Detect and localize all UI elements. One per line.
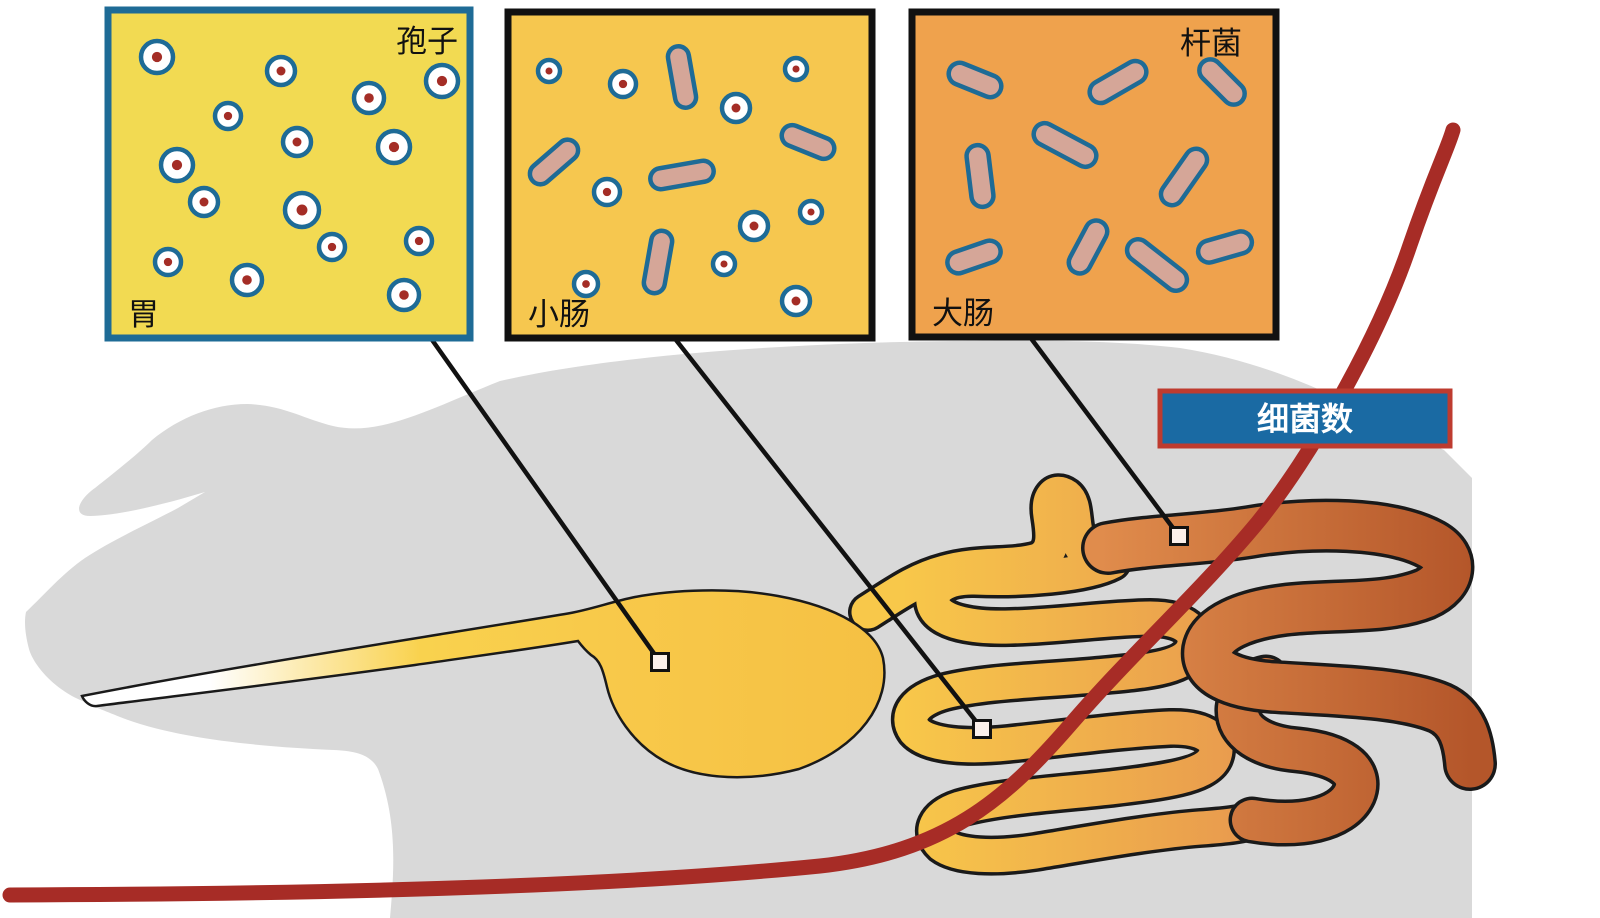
- bacillus-cell: [1124, 236, 1190, 294]
- spore-core: [151, 51, 163, 63]
- spore-core: [807, 208, 815, 216]
- spore-core: [436, 75, 448, 87]
- spore-core: [276, 66, 286, 76]
- stomach-sample-marker: [650, 652, 670, 672]
- spore-core: [223, 111, 233, 121]
- inset-large-intestine: 杆菌 大肠: [908, 8, 1280, 341]
- large-intestine-sample-marker: [1169, 526, 1189, 546]
- bacteria-count-label-box: [1157, 388, 1453, 449]
- bacillus-cell: [527, 137, 581, 187]
- bacillus-cell: [648, 158, 716, 192]
- spore-core: [364, 93, 374, 103]
- connector-line-large-intestine: [1028, 335, 1181, 538]
- inset-large-intestine-organisms: [945, 57, 1255, 294]
- bacillus-cell: [665, 44, 699, 110]
- bacillus-cell: [1066, 218, 1110, 276]
- inset-large-intestine-annotation: 杆菌: [1180, 26, 1242, 61]
- bacteria-count-label-text: 细菌数: [1257, 401, 1354, 437]
- inset-stomach-organisms: [138, 38, 461, 313]
- bacillus-cell: [1197, 57, 1247, 107]
- bacillus-cell: [964, 142, 996, 210]
- spore-core: [618, 79, 628, 89]
- small-intestine-sample-marker: [972, 719, 992, 739]
- small-intestine-tube: [851, 476, 1269, 873]
- esophagus-stomach: [80, 589, 886, 779]
- bacillus-cell: [1158, 146, 1210, 208]
- small-intestine: [848, 473, 1272, 876]
- bacillus-cell: [1195, 229, 1255, 265]
- spore-core: [731, 103, 741, 113]
- spore-core: [388, 141, 400, 153]
- bacillus-cell: [641, 228, 675, 296]
- bacillus-cell: [1087, 58, 1149, 106]
- bacillus-cell: [945, 238, 1003, 276]
- inset-large-intestine-label: 大肠: [932, 296, 994, 331]
- inset-stomach: 孢子 胃: [104, 6, 474, 342]
- colon-tube: [1084, 502, 1494, 788]
- inset-stomach-label: 胃: [128, 297, 159, 332]
- spore-core: [545, 67, 553, 75]
- large-intestine: [1081, 498, 1497, 847]
- spore-core: [749, 221, 759, 231]
- inset-small-intestine: 小肠: [504, 8, 876, 342]
- spore-core: [414, 236, 424, 246]
- spore-core: [791, 296, 801, 306]
- inset-stomach-annotation: 孢子: [396, 24, 458, 59]
- inset-small-intestine-label: 小肠: [528, 297, 590, 332]
- spore-core: [242, 275, 252, 285]
- spore-core: [296, 204, 308, 216]
- spore-core: [602, 187, 612, 197]
- spore-core: [399, 290, 409, 300]
- connector-line-small-intestine: [674, 338, 984, 731]
- spore-core: [327, 242, 337, 252]
- spore-core: [792, 65, 800, 73]
- spore-core: [582, 280, 590, 288]
- spore-core: [199, 197, 209, 207]
- connector-lines: [428, 335, 1181, 731]
- spore-core: [163, 257, 173, 267]
- bacillus-cell: [779, 122, 837, 162]
- connector-line-stomach: [428, 335, 662, 664]
- spore-core: [292, 137, 302, 147]
- bacillus-cell: [1031, 120, 1099, 170]
- bacteria-count-curve: [2, 122, 1461, 903]
- bacteria-count-label: 细菌数: [1157, 388, 1453, 449]
- inset-small-intestine-organisms: [527, 44, 837, 318]
- spore-core: [171, 159, 183, 171]
- sample-markers: [650, 526, 1189, 739]
- bacillus-cell: [946, 60, 1004, 100]
- spore-core: [720, 260, 728, 268]
